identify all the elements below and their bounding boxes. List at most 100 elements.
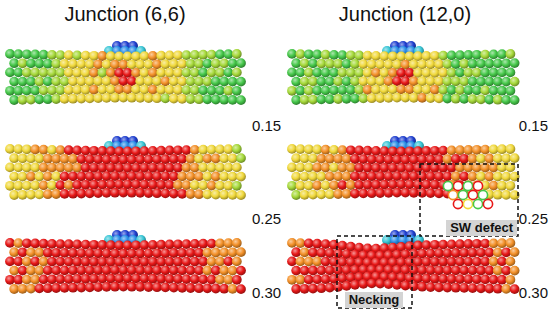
atom bbox=[359, 59, 369, 69]
atom bbox=[156, 146, 166, 156]
atom bbox=[464, 145, 474, 155]
atom bbox=[35, 154, 45, 164]
atom bbox=[93, 248, 103, 258]
atom bbox=[232, 68, 242, 78]
atom bbox=[140, 68, 150, 78]
atom bbox=[359, 94, 369, 104]
atom bbox=[300, 266, 310, 276]
atom bbox=[219, 77, 229, 87]
atom bbox=[228, 77, 238, 87]
atom bbox=[131, 180, 141, 190]
atom bbox=[89, 68, 99, 78]
atom bbox=[203, 94, 213, 104]
atom bbox=[468, 59, 478, 69]
atom bbox=[14, 238, 24, 248]
atom bbox=[30, 68, 40, 78]
atom bbox=[173, 239, 183, 249]
atom bbox=[296, 275, 306, 285]
defect-atom bbox=[463, 199, 472, 208]
atom bbox=[317, 248, 327, 258]
atom bbox=[350, 94, 360, 104]
atom bbox=[287, 86, 297, 96]
atom bbox=[485, 59, 495, 69]
atom bbox=[296, 49, 306, 59]
atom bbox=[85, 171, 95, 181]
atom bbox=[93, 188, 103, 198]
atom bbox=[156, 68, 166, 78]
atom bbox=[329, 68, 339, 78]
atom bbox=[177, 154, 187, 164]
atom bbox=[68, 171, 78, 181]
atom bbox=[291, 77, 301, 87]
atom bbox=[207, 275, 217, 285]
atom bbox=[77, 59, 87, 69]
atom bbox=[18, 284, 28, 294]
atom bbox=[64, 145, 74, 155]
atom bbox=[291, 58, 301, 68]
atom bbox=[472, 145, 482, 155]
atom bbox=[417, 155, 427, 165]
atom bbox=[329, 163, 339, 173]
atom bbox=[169, 76, 179, 86]
atom bbox=[131, 85, 141, 95]
atom bbox=[182, 50, 192, 60]
atom bbox=[468, 266, 478, 276]
atom bbox=[22, 257, 32, 267]
atom bbox=[493, 284, 503, 294]
atom bbox=[426, 154, 436, 164]
atom bbox=[493, 154, 503, 164]
atom bbox=[106, 257, 116, 267]
atom bbox=[422, 68, 432, 78]
atom bbox=[203, 77, 213, 87]
atom bbox=[367, 59, 377, 69]
atom bbox=[64, 274, 74, 284]
atom bbox=[72, 240, 82, 250]
atom bbox=[169, 248, 179, 258]
atom bbox=[501, 247, 511, 257]
atom bbox=[89, 274, 99, 284]
atom bbox=[22, 86, 32, 96]
atom bbox=[434, 248, 444, 258]
atom bbox=[219, 95, 229, 105]
atom bbox=[144, 60, 154, 70]
atom bbox=[338, 145, 348, 155]
atom bbox=[300, 190, 310, 200]
atom bbox=[203, 172, 213, 182]
atom bbox=[161, 76, 171, 86]
atom bbox=[438, 240, 448, 250]
atom bbox=[232, 238, 242, 248]
atom bbox=[443, 76, 453, 86]
atom bbox=[291, 95, 301, 105]
atom bbox=[438, 257, 448, 267]
atom bbox=[93, 282, 103, 292]
atom bbox=[207, 86, 217, 96]
atom bbox=[144, 171, 154, 181]
atom bbox=[493, 95, 503, 105]
atom bbox=[375, 188, 385, 198]
atom bbox=[161, 171, 171, 181]
atom bbox=[296, 181, 306, 191]
atom bbox=[304, 181, 314, 191]
atom bbox=[228, 266, 238, 276]
strain-value: 0.25 bbox=[252, 211, 281, 228]
atom bbox=[367, 171, 377, 181]
atom bbox=[9, 58, 19, 68]
atom bbox=[468, 94, 478, 104]
atom bbox=[51, 248, 61, 258]
atom bbox=[333, 282, 343, 292]
atom bbox=[56, 145, 66, 155]
atom bbox=[190, 239, 200, 249]
defect-atom bbox=[453, 181, 462, 190]
atom bbox=[296, 238, 306, 248]
atom bbox=[342, 94, 352, 104]
atom bbox=[224, 238, 234, 248]
atom bbox=[497, 257, 507, 267]
atom bbox=[228, 284, 238, 294]
atom bbox=[296, 257, 306, 267]
atom bbox=[64, 257, 74, 267]
atom bbox=[476, 172, 486, 182]
atom bbox=[190, 50, 200, 60]
atom bbox=[93, 76, 103, 86]
atom bbox=[443, 171, 453, 181]
atom bbox=[203, 283, 213, 293]
